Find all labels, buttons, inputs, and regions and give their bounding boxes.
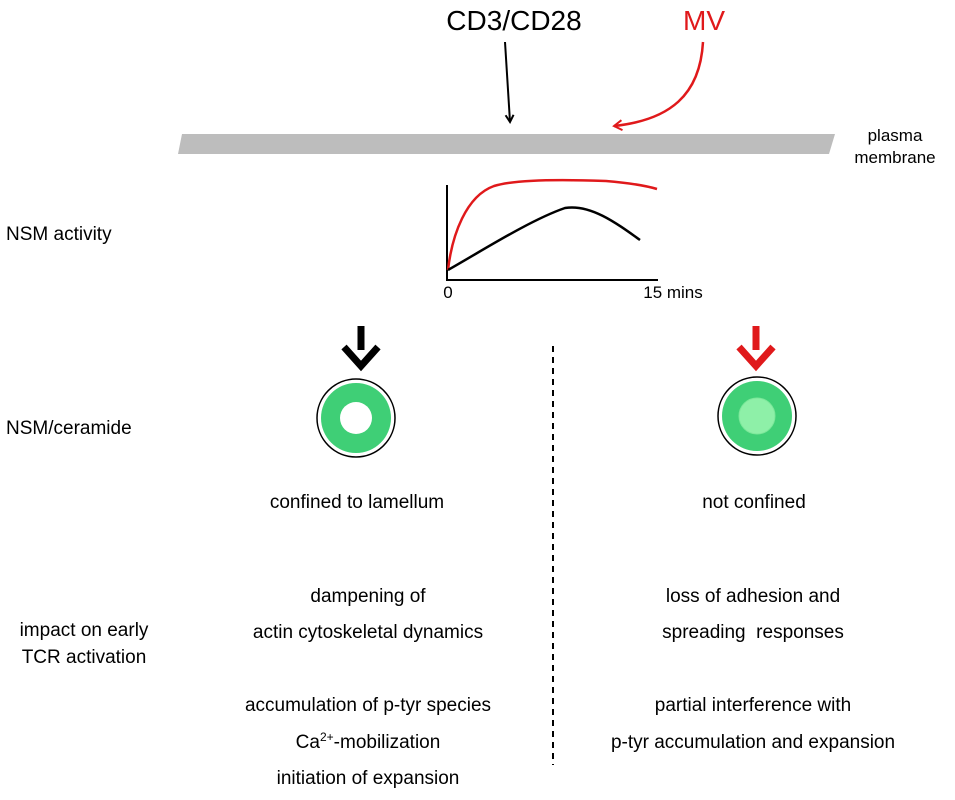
plasma-membrane-bar	[178, 134, 835, 154]
cd3-stimulus-arrow	[504, 41, 510, 122]
cd3-cd28-label: CD3/CD28	[446, 5, 582, 36]
graph-origin-label: 0	[443, 283, 453, 302]
mobilization-text: -mobilization	[333, 732, 441, 753]
right-distribution-text: not confined	[702, 492, 806, 513]
nsm-activity-graph	[446, 178, 658, 281]
right-impact-text-1: loss of adhesion and	[665, 586, 841, 607]
left-outcome-text-2: Ca2+-mobilization	[295, 730, 441, 754]
graph-end-label: 15 mins	[643, 283, 703, 302]
left-impact-text-1: dampening of	[310, 586, 426, 607]
mv-label: MV	[683, 5, 725, 36]
left-impact-text-2: actin cytoskeletal dynamics	[252, 622, 484, 643]
nsm-activity-label: NSM activity	[6, 224, 112, 245]
right-down-arrow	[736, 326, 776, 372]
plasma-membrane-label-line2: membrane	[854, 148, 936, 167]
nsm-ceramide-label: NSM/ceramide	[6, 418, 132, 439]
plasma-membrane-label-line1: plasma	[867, 126, 923, 145]
right-outcome-text-2: p-tyr accumulation and expansion	[610, 732, 896, 753]
impact-label-line1: impact on early	[19, 620, 149, 641]
right-cell-ring	[717, 376, 797, 456]
right-impact-text-2: spreading responses	[662, 622, 844, 643]
ca-superscript: 2+	[319, 730, 334, 744]
left-outcome-text-1: accumulation of p-tyr species	[244, 695, 492, 716]
mv-stimulus-arrow	[612, 41, 705, 132]
cd3-activity-curve	[447, 206, 641, 272]
impact-label-line2: TCR activation	[21, 647, 147, 668]
right-outcome-text-1: partial interference with	[654, 695, 852, 716]
left-distribution-text: confined to lamellum	[269, 492, 445, 513]
left-cell-ring	[316, 378, 396, 458]
left-down-arrow	[341, 326, 381, 372]
ca-text: Ca	[295, 732, 320, 753]
left-outcome-text-3: initiation of expansion	[276, 768, 460, 789]
mv-activity-curve	[446, 178, 658, 271]
